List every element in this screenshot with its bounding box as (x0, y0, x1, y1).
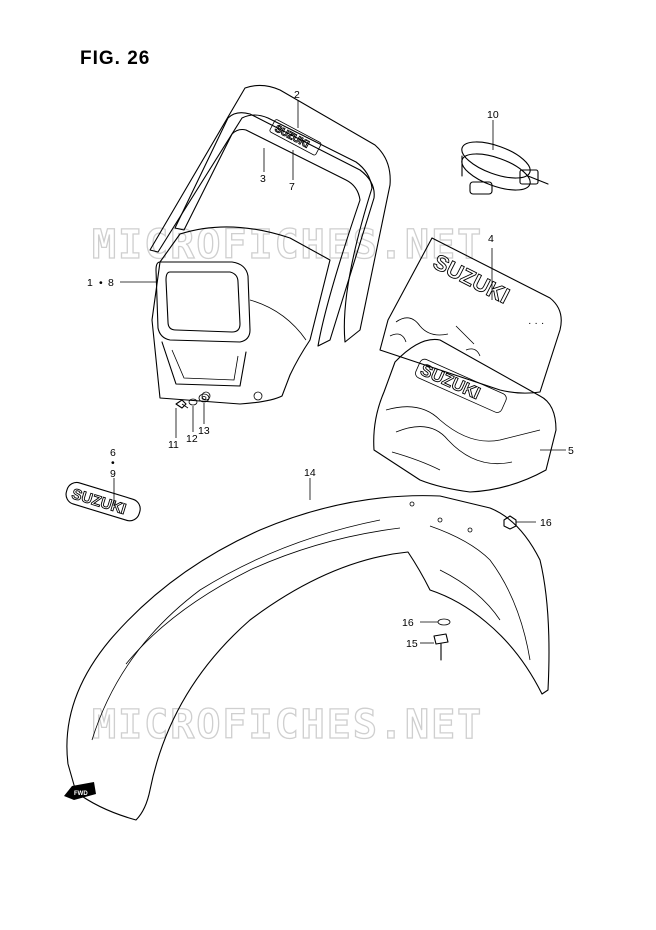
number-plate-assembly: SUZUKI (149, 84, 391, 405)
callout-14: 14 (304, 467, 316, 479)
emblem-logo: SUZUKI (70, 486, 128, 519)
callout-3: 3 (260, 173, 266, 185)
callout-7: 7 (289, 181, 295, 193)
fwd-label: FWD (74, 791, 88, 797)
hose-clamp (461, 141, 549, 195)
callout-1-dot: • (99, 277, 103, 289)
plate-fasteners (175, 393, 210, 409)
watermark-top: MICROFICHES.NET (92, 222, 483, 268)
decal-logo-medium: SUZUKI (418, 360, 484, 403)
callout-8: 8 (108, 277, 114, 289)
callout-16-lower: 16 (402, 617, 414, 629)
callout-13: 13 (198, 425, 210, 437)
callout-5: 5 (568, 445, 574, 457)
shroud-decal-lower: SUZUKI (373, 338, 557, 493)
figure-title: FIG. 26 (80, 48, 151, 69)
fender-outline (66, 495, 550, 821)
loose-emblem: SUZUKI (65, 481, 141, 522)
callout-1: 1 (87, 277, 93, 289)
watermark-bottom: MICROFICHES.NET (92, 702, 483, 748)
callout-6: 6 (110, 447, 116, 459)
callout-2: 2 (294, 89, 300, 101)
callout-4: 4 (488, 233, 494, 245)
callout-12: 12 (186, 433, 198, 445)
plate-lower-vent (161, 341, 247, 387)
headlight-window-outer (155, 261, 251, 343)
callout-11: 11 (168, 439, 179, 451)
callout-labels: 2 3 7 10 4 5 1 • 8 11 12 13 6 • 9 14 16 … (87, 89, 574, 650)
callout-10: 10 (487, 109, 499, 121)
callout-6-dot: • (111, 457, 115, 469)
callout-16-upper: 16 (540, 517, 552, 529)
leader-lines (113, 100, 566, 644)
svg-text:· · ·: · · · (528, 317, 544, 329)
fwd-arrow: FWD (64, 782, 96, 800)
plate-frame-outer (149, 84, 391, 343)
callout-15: 15 (406, 638, 418, 650)
callout-9: 9 (110, 468, 116, 480)
headlight-window-inner (165, 271, 241, 333)
plate-body (151, 226, 331, 405)
plate-frame-inner (174, 112, 375, 347)
front-fender (66, 495, 550, 821)
